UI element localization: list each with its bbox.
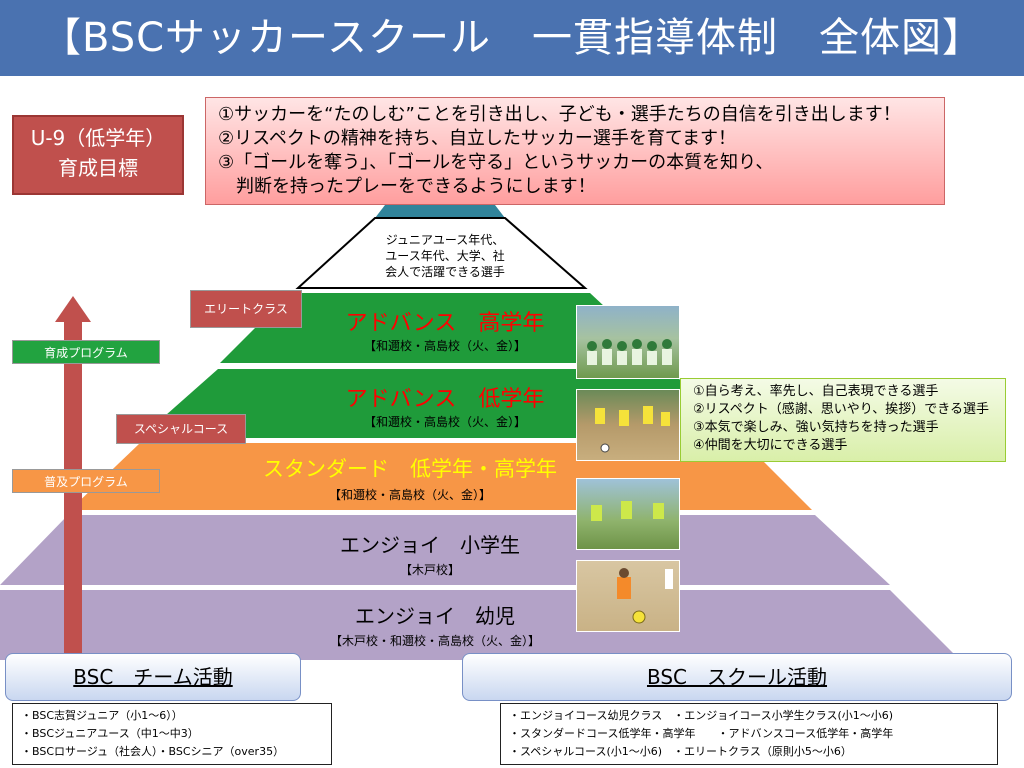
- tier-advance-low-name: アドバンス 低学年: [345, 387, 545, 412]
- apex-line: ジュニアユース年代、: [385, 233, 505, 247]
- tier-enjoy-elementary-sub: 【木戸校】: [399, 563, 460, 577]
- tier-enjoy-elementary-name: エンジョイ 小学生: [340, 533, 520, 557]
- team-activity-list: ・BSC志賀ジュニア（小1～6）） ・BSCジュニアユース（中1～中3） ・BS…: [12, 703, 332, 765]
- title-bar: [0, 0, 1024, 76]
- team-activity-title: BSC チーム活動: [73, 665, 233, 689]
- tier-enjoy-kinder-name: エンジョイ 幼児: [355, 604, 515, 628]
- tier-enjoy-kinder-sub: 【木戸校・和邇校・高島校（火、金）】: [329, 634, 540, 648]
- photo-kinder-figures: [617, 568, 673, 624]
- tag-fukyu-program: 普及プログラム: [12, 469, 160, 493]
- tier-advance-high-sub: 【和邇校・高島校（火、金）】: [363, 339, 526, 353]
- tier-advance-high: [220, 293, 665, 363]
- u9-line1: U-9（低学年）: [30, 126, 166, 150]
- tag-ikusei-program: 育成プログラム: [12, 340, 160, 364]
- u9-line2: 育成目標: [58, 156, 138, 180]
- goal-item: ②リスペクトの精神を持ち、自立したサッカー選手を育てます！: [218, 128, 736, 149]
- apex-label: ジュニアユース年代、 ユース年代、大学、社 会人で活躍できる選手: [360, 232, 530, 280]
- pyramid-apex: [295, 217, 588, 289]
- tier-enjoy-kinder: [0, 590, 960, 660]
- goal-item: 判断を持ったプレーをできるようにします！: [218, 176, 596, 197]
- team-activity-header: BSC チーム活動: [5, 653, 301, 701]
- apex-line: ユース年代、大学、社: [385, 249, 505, 263]
- pyramid-top-cap: [375, 205, 505, 218]
- photo-standard-play: [576, 478, 680, 550]
- page-title: 【BSCサッカースクール 一貫指導体制 全体図】: [40, 15, 984, 61]
- photo-standard-figures: [591, 501, 664, 521]
- tier-advance-low-sub: 【和邇校・高島校（火、金）】: [363, 415, 526, 429]
- u9-goal-label: U-9（低学年） 育成目標: [12, 115, 184, 195]
- tag-elite-class: エリートクラス: [190, 290, 302, 328]
- photo-low-grade-play: [576, 389, 680, 461]
- photo-kinder-play: [576, 560, 680, 632]
- goal-item: ①サッカーを“たのしむ”ことを引き出し、子ども・選手たちの自信を引き出します！: [218, 104, 901, 125]
- team-item: ・BSCジュニアユース（中1～中3）: [21, 727, 199, 740]
- tier-standard-name: スタンダード 低学年・高学年: [263, 457, 557, 481]
- photo-team-group-figures: [587, 339, 672, 365]
- school-activity-header: BSC スクール活動: [462, 653, 1012, 701]
- quality-item: ③本気で楽しみ、強い気持ちを持った選手: [693, 420, 939, 435]
- quality-item: ④仲間を大切にできる選手: [693, 438, 848, 453]
- photo-low-grade-figures: [595, 406, 670, 453]
- quality-item: ①自ら考え、率先し、自己表現できる選手: [693, 384, 939, 399]
- growth-arrow-head: [55, 296, 91, 322]
- school-item: ・スペシャルコース(小1～小6) ・エリートクラス（原則小5～小6）: [509, 745, 852, 758]
- tag-special-course: スペシャルコース: [116, 414, 246, 444]
- goals-box: ①サッカーを“たのしむ”ことを引き出し、子ども・選手たちの自信を引き出します！ …: [205, 97, 945, 205]
- photo-team-group: [576, 305, 680, 379]
- quality-item: ②リスペクト（感謝、思いやり、挨拶）できる選手: [693, 402, 989, 417]
- goal-item: ③「ゴールを奪う」、「ゴールを守る」というサッカーの本質を知り、: [218, 152, 774, 173]
- school-item: ・スタンダードコース低学年・高学年 ・アドバンスコース低学年・高学年: [509, 727, 894, 740]
- tier-advance-high-name: アドバンス 高学年: [345, 311, 545, 336]
- school-activity-title: BSC スクール活動: [646, 665, 828, 689]
- team-item: ・BSC志賀ジュニア（小1～6））: [21, 709, 183, 722]
- apex-line: 会人で活躍できる選手: [385, 265, 505, 279]
- school-activity-list: ・エンジョイコース幼児クラス ・エンジョイコース小学生クラス(小1～小6) ・ス…: [500, 703, 998, 765]
- school-item: ・エンジョイコース幼児クラス ・エンジョイコース小学生クラス(小1～小6): [509, 709, 894, 722]
- player-qualities-box: ①自ら考え、率先し、自己表現できる選手 ②リスペクト（感謝、思いやり、挨拶）でき…: [680, 378, 1006, 462]
- team-item: ・BSCロサージュ（社会人）・BSCシニア（over35）: [21, 745, 285, 758]
- tier-standard-sub: 【和邇校・高島校（火、金）】: [328, 488, 491, 502]
